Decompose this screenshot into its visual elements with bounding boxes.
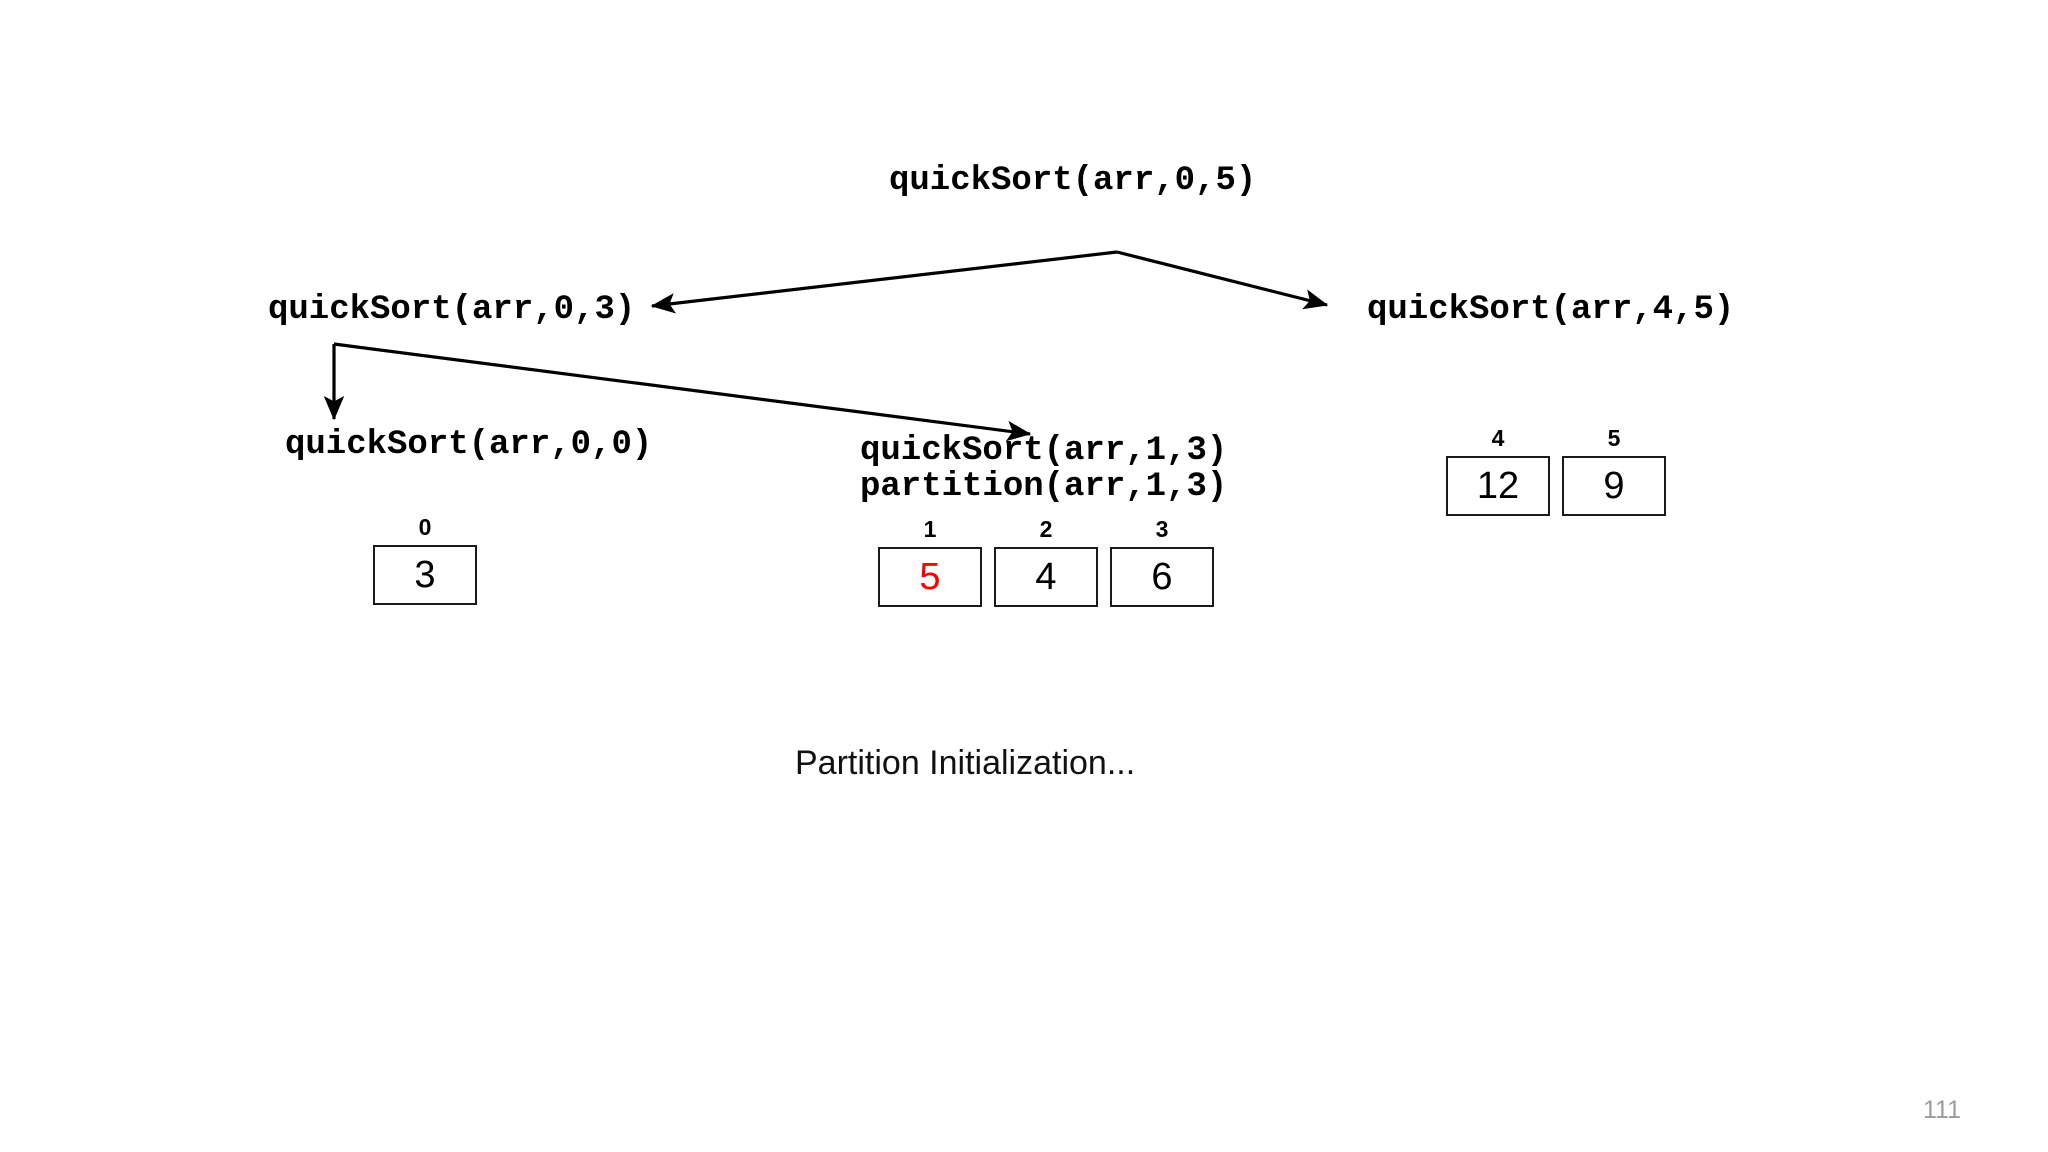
call-label-level2-right: quickSort(arr,4,5) <box>1367 291 1735 329</box>
cell-index: 2 <box>1039 516 1053 542</box>
cell-index: 0 <box>418 514 432 540</box>
call-label-level2-left: quickSort(arr,0,3) <box>268 291 636 329</box>
slide-number: 111 <box>1923 1096 1962 1124</box>
cell-index: 4 <box>1491 425 1505 451</box>
cell-box[interactable]: 5 <box>878 547 982 607</box>
cell-box[interactable]: 12 <box>1446 456 1550 516</box>
array-cell[interactable]: 2 4 <box>994 516 1098 607</box>
array-group-right: 4 12 5 9 <box>1446 425 1666 516</box>
array-group-left: 0 3 <box>373 514 477 605</box>
call-label-level3-middle-quicksort: quickSort(arr,1,3) <box>860 432 1228 470</box>
call-label-root: quickSort(arr,0,5) <box>889 162 1257 200</box>
cell-value: 4 <box>1035 556 1057 598</box>
array-cell[interactable]: 0 3 <box>373 514 477 605</box>
array-cell[interactable]: 3 6 <box>1110 516 1214 607</box>
cell-box[interactable]: 4 <box>994 547 1098 607</box>
cell-value: 9 <box>1603 465 1625 507</box>
cell-box[interactable]: 9 <box>1562 456 1666 516</box>
cell-value-highlighted: 5 <box>919 556 941 598</box>
array-cell[interactable]: 4 12 <box>1446 425 1550 516</box>
array-group-middle: 1 5 2 4 3 6 <box>878 516 1214 607</box>
call-label-level3-left: quickSort(arr,0,0) <box>285 426 653 464</box>
array-cell[interactable]: 1 5 <box>878 516 982 607</box>
arrow-left-to-rightchild <box>333 342 1032 442</box>
cell-value: 3 <box>414 554 436 596</box>
cell-value: 12 <box>1476 465 1520 507</box>
cell-box[interactable]: 6 <box>1110 547 1214 607</box>
cell-value: 6 <box>1151 556 1173 598</box>
slide-caption: Partition Initialization... <box>795 744 1136 782</box>
call-label-level3-middle-partition: partition(arr,1,3) <box>860 468 1228 506</box>
cell-box[interactable]: 3 <box>373 545 477 605</box>
cell-index: 1 <box>923 516 937 542</box>
array-cell[interactable]: 5 9 <box>1562 425 1666 516</box>
arrow-root-to-left <box>650 250 1118 314</box>
cell-index: 3 <box>1155 516 1169 542</box>
cell-index: 5 <box>1607 425 1621 451</box>
arrow-root-to-right <box>1116 250 1329 310</box>
